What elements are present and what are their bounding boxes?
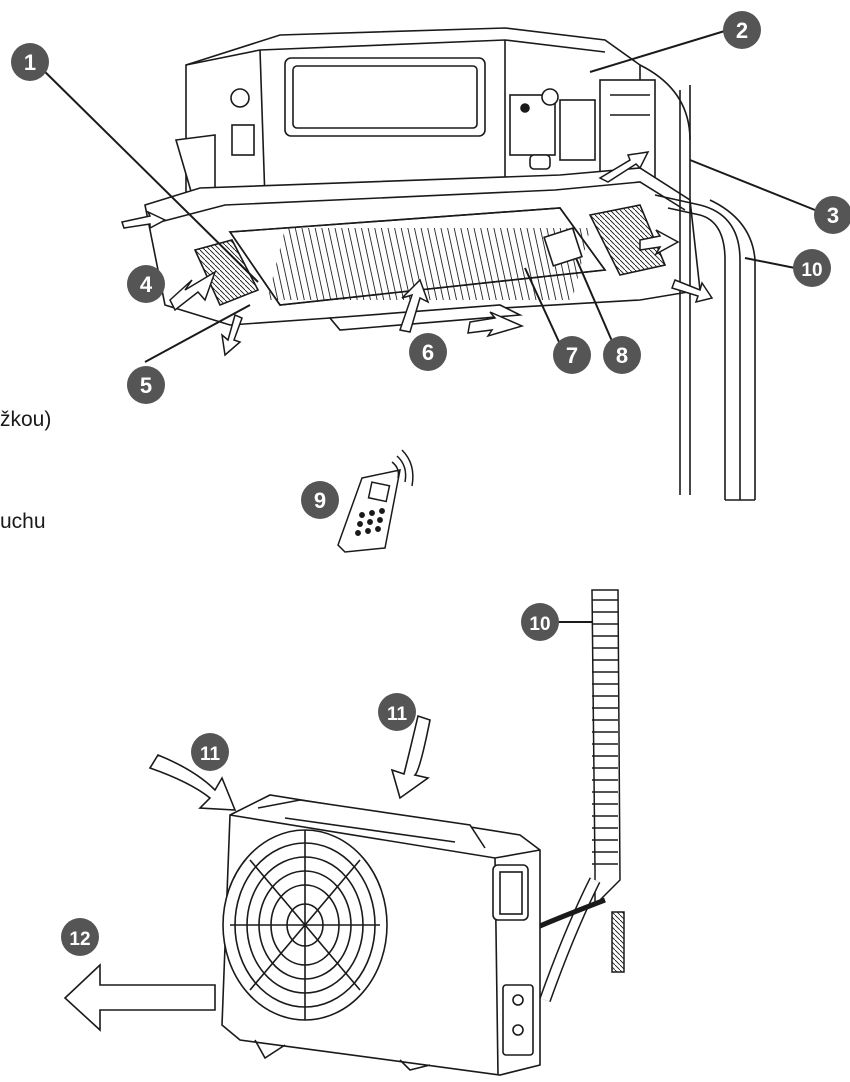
callout-label: 11	[200, 744, 221, 765]
callout-5: 5	[127, 366, 165, 404]
callout-label: 10	[801, 260, 822, 281]
callout-label: 3	[827, 203, 839, 228]
callout-10-lower: 10	[521, 603, 559, 641]
callout-2: 2	[723, 11, 761, 49]
callout-9: 9	[301, 481, 339, 519]
callout-label: 7	[566, 343, 578, 368]
callout-badges: 1 2 3 4 5 6 7 8 9 10 10 11 11 12	[11, 11, 850, 956]
callout-1: 1	[11, 43, 49, 81]
airflow-arrows-outdoor	[63, 714, 431, 1032]
callout-label: 12	[69, 929, 90, 950]
callout-3: 3	[814, 196, 850, 234]
callout-6: 6	[409, 333, 447, 371]
remote-control	[337, 449, 414, 553]
callout-label: 6	[422, 340, 434, 365]
pipe-upper	[639, 64, 756, 501]
callout-4: 4	[127, 265, 165, 303]
callout-12: 12	[61, 918, 99, 956]
clipped-text-line-2: uchu	[0, 510, 46, 533]
indoor-cassette-unit	[174, 27, 656, 211]
callout-label: 9	[314, 488, 326, 513]
clipped-text-line-1: žkou)	[0, 408, 52, 431]
callout-label: 5	[140, 373, 152, 398]
callout-11-top: 11	[378, 693, 416, 731]
callout-10-upper: 10	[793, 249, 831, 287]
callout-label: 1	[24, 50, 36, 75]
callout-11-left: 11	[191, 733, 229, 771]
callout-label: 2	[736, 18, 748, 43]
airflow-arrows-indoor	[121, 151, 714, 357]
callout-7: 7	[553, 336, 591, 374]
callout-8: 8	[603, 336, 641, 374]
callout-label: 11	[387, 704, 408, 725]
callout-label: 8	[616, 343, 628, 368]
leader-lines	[34, 29, 821, 623]
front-panel	[144, 167, 701, 331]
outdoor-unit	[221, 794, 541, 1076]
callout-label: 10	[529, 614, 550, 635]
callout-label: 4	[140, 272, 153, 297]
